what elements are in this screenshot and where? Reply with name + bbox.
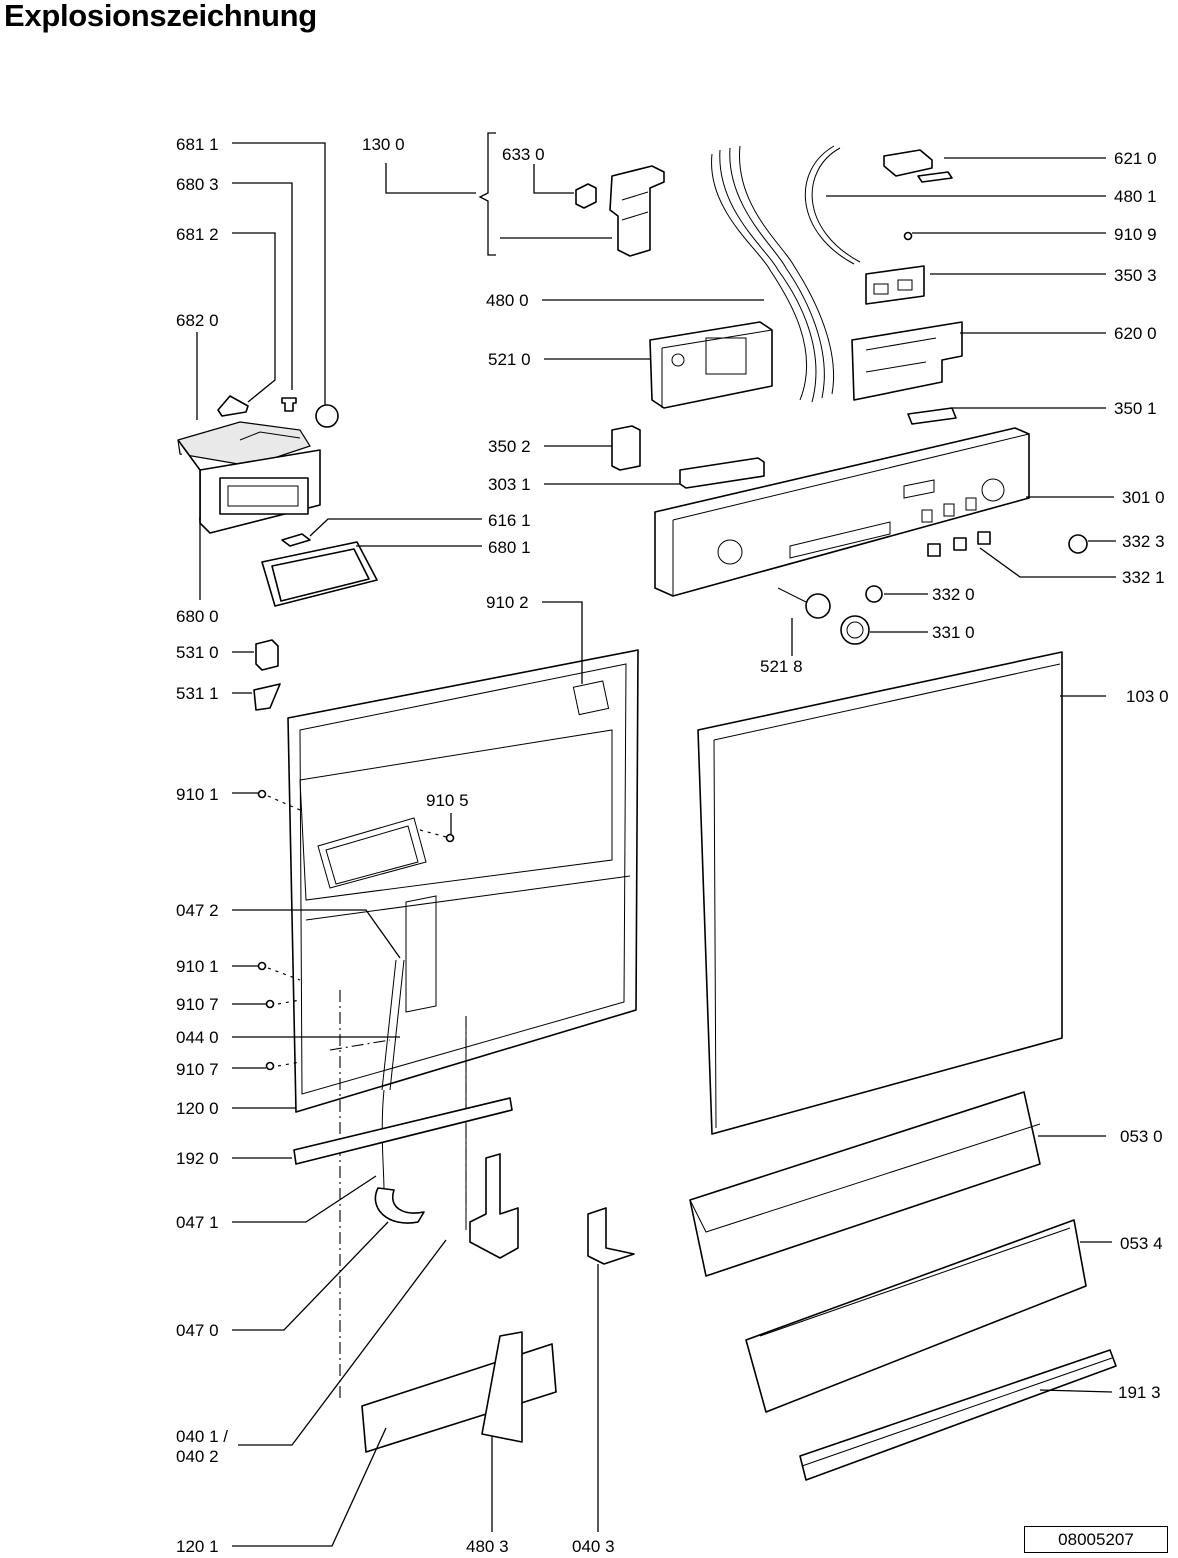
label-910-1-lower: 910 1 xyxy=(176,957,219,976)
label-303-1: 303 1 xyxy=(488,475,531,494)
label-191-3: 191 3 xyxy=(1118,1383,1161,1402)
part-040-3-drawing xyxy=(587,1207,635,1265)
label-680-0: 680 0 xyxy=(176,607,219,626)
label-910-7-upper: 910 7 xyxy=(176,995,219,1014)
part-621-0-drawing xyxy=(883,149,953,183)
label-040-2: 040 2 xyxy=(176,1447,219,1466)
label-053-4: 053 4 xyxy=(1120,1234,1163,1253)
part-531-1-drawing xyxy=(253,683,281,711)
label-910-7-lower: 910 7 xyxy=(176,1060,219,1079)
label-910-2: 910 2 xyxy=(486,593,529,612)
part-531-0-drawing xyxy=(255,639,279,671)
label-350-3: 350 3 xyxy=(1114,266,1157,285)
part-680-3-drawing xyxy=(281,397,297,412)
label-910-1-upper: 910 1 xyxy=(176,785,219,804)
part-620-0-drawing xyxy=(851,321,963,401)
label-480-0: 480 0 xyxy=(486,291,529,310)
label-192-0: 192 0 xyxy=(176,1149,219,1168)
label-680-3: 680 3 xyxy=(176,175,219,194)
part-910-9-drawing xyxy=(903,231,913,241)
label-332-3: 332 3 xyxy=(1122,532,1165,551)
label-620-0: 620 0 xyxy=(1114,324,1157,343)
label-040-3: 040 3 xyxy=(572,1537,615,1556)
part-040-1-bracket-drawing xyxy=(361,1331,557,1453)
part-120-0-inner-door-drawing xyxy=(287,649,639,1230)
label-910-5: 910 5 xyxy=(426,791,469,810)
part-332-0-drawing xyxy=(865,585,883,603)
label-331-0: 331 0 xyxy=(932,623,975,642)
part-053-4-kick-panel-drawing xyxy=(745,1219,1087,1413)
part-680-0-dispenser-drawing xyxy=(177,421,321,534)
part-053-0-drawing xyxy=(689,1091,1041,1277)
part-044-0-spring-drawing xyxy=(374,959,519,1259)
part-521-8-drawing xyxy=(777,587,831,619)
part-633-0-drawing xyxy=(575,183,597,209)
part-350-2-drawing xyxy=(611,425,641,471)
part-labels: 681 1 680 3 681 2 682 0 130 0 633 0 621 … xyxy=(176,135,1169,1556)
label-621-0: 621 0 xyxy=(1114,149,1157,168)
part-680-1-gasket-drawing xyxy=(261,541,378,607)
part-681-1-drawing xyxy=(315,404,339,428)
label-521-0: 521 0 xyxy=(488,350,531,369)
part-192-0-rail-drawing xyxy=(293,1097,513,1165)
label-480-1: 480 1 xyxy=(1114,187,1157,206)
label-332-0: 332 0 xyxy=(932,585,975,604)
part-332-1-drawing xyxy=(927,531,991,557)
part-480-1-cable-drawing xyxy=(804,145,861,265)
part-350-1-drawing xyxy=(907,407,957,425)
part-303-1-drawing xyxy=(679,457,765,489)
label-047-2: 047 2 xyxy=(176,901,219,920)
label-681-1: 681 1 xyxy=(176,135,219,154)
part-480-0-cables-drawing xyxy=(711,145,834,403)
label-680-1: 680 1 xyxy=(488,538,531,557)
label-044-0: 044 0 xyxy=(176,1028,219,1047)
label-682-0: 682 0 xyxy=(176,311,219,330)
leader-lines xyxy=(196,132,1116,1547)
label-480-3: 480 3 xyxy=(466,1537,509,1556)
label-130-0: 130 0 xyxy=(362,135,405,154)
label-531-1: 531 1 xyxy=(176,684,219,703)
label-047-1: 047 1 xyxy=(176,1213,219,1232)
part-301-0-control-panel-drawing xyxy=(654,427,1030,597)
part-332-3-drawing xyxy=(1068,534,1088,554)
label-301-0: 301 0 xyxy=(1122,488,1165,507)
label-047-0: 047 0 xyxy=(176,1321,219,1340)
part-616-1-drawing xyxy=(281,533,311,547)
label-332-1: 332 1 xyxy=(1122,568,1165,587)
label-681-2: 681 2 xyxy=(176,225,219,244)
part-130-0-door-lock-drawing xyxy=(609,165,665,257)
label-633-0: 633 0 xyxy=(502,145,545,164)
label-120-1: 120 1 xyxy=(176,1537,219,1556)
part-681-2-drawing xyxy=(217,395,249,417)
label-521-8: 521 8 xyxy=(760,657,803,676)
part-521-0-module-drawing xyxy=(649,321,773,409)
label-616-1: 616 1 xyxy=(488,511,531,530)
label-910-9: 910 9 xyxy=(1114,225,1157,244)
part-103-0-outer-door-drawing xyxy=(697,651,1063,1135)
part-350-3-drawing xyxy=(865,265,925,305)
label-350-2: 350 2 xyxy=(488,437,531,456)
screws-910 xyxy=(257,789,455,1071)
label-531-0: 531 0 xyxy=(176,643,219,662)
label-040-1: 040 1 / xyxy=(176,1427,228,1446)
label-350-1: 350 1 xyxy=(1114,399,1157,418)
part-191-3-rail-drawing xyxy=(799,1349,1117,1481)
document-number: 08005207 xyxy=(1024,1526,1168,1553)
label-103-0: 103 0 xyxy=(1126,687,1169,706)
part-331-0-drawing xyxy=(840,615,870,645)
label-120-0: 120 0 xyxy=(176,1099,219,1118)
page-title: Explosionszeichnung xyxy=(4,0,317,33)
label-053-0: 053 0 xyxy=(1120,1127,1163,1146)
